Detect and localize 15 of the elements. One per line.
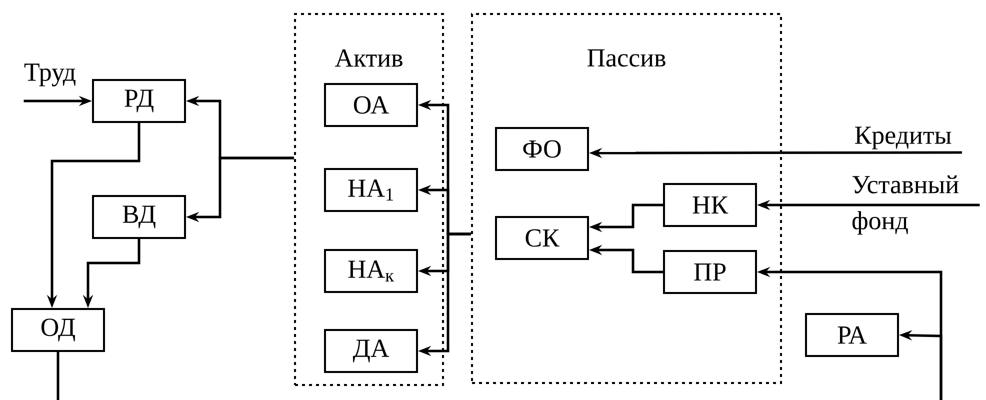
input-label: Уставный фонд bbox=[852, 175, 958, 235]
process-box: НК bbox=[663, 183, 757, 227]
input-label: Кредиты bbox=[855, 126, 952, 150]
process-box: НА$_{1}$ bbox=[324, 168, 418, 212]
process-box: ПР bbox=[663, 250, 757, 294]
process-box: ОД bbox=[11, 308, 105, 352]
process-box: СК bbox=[495, 216, 589, 260]
process-box: ДА bbox=[324, 329, 418, 373]
process-box: РА bbox=[805, 313, 899, 357]
process-box: ВД bbox=[92, 195, 186, 239]
process-box: РД bbox=[92, 79, 186, 123]
process-box: НА$_{к}$ bbox=[324, 249, 418, 293]
process-box: ОА bbox=[324, 83, 418, 127]
input-label: Труд bbox=[24, 64, 76, 86]
process-box: ФО bbox=[495, 127, 589, 171]
